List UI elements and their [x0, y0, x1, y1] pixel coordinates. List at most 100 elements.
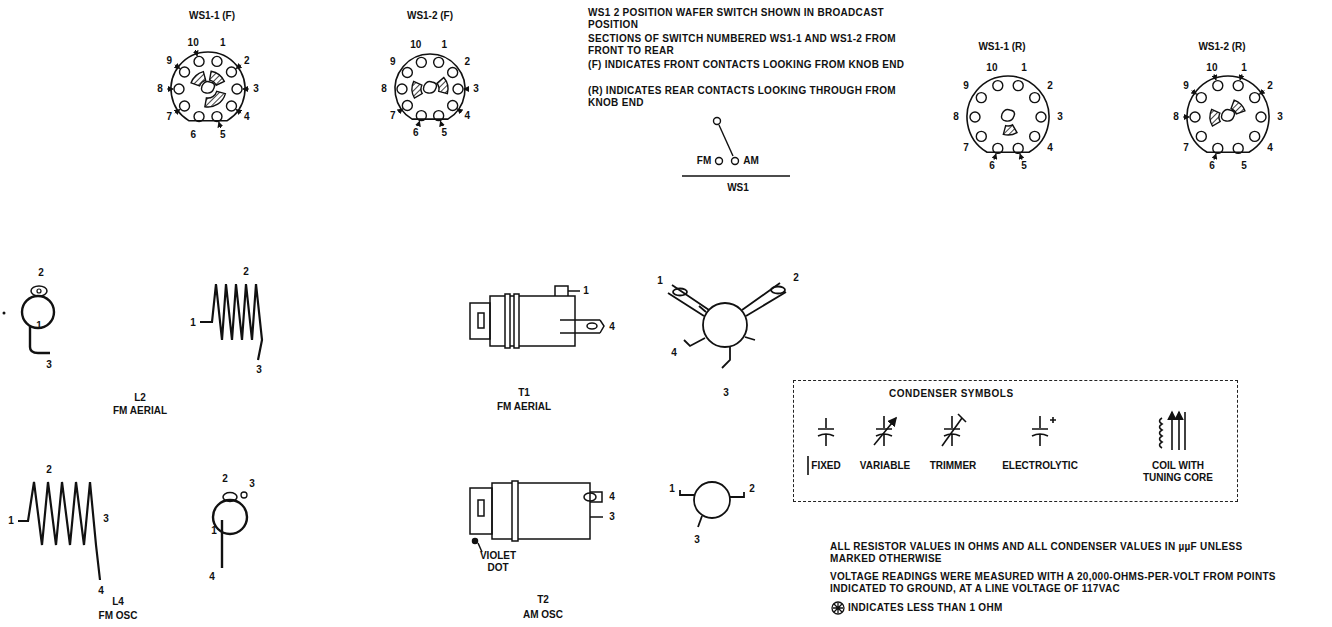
part-name: WS1: [727, 182, 749, 194]
contact-blade: [205, 91, 226, 107]
contact-hole: [402, 68, 412, 78]
part-name: FM AERIAL: [497, 401, 551, 413]
legend-text: ELECTROLYTIC: [1002, 460, 1078, 472]
contact-hole: [976, 131, 986, 141]
pin-number: 1: [220, 37, 226, 49]
contact-hole: [1196, 93, 1206, 103]
condenser-symbols: [808, 412, 1185, 475]
contact-hole: [174, 84, 184, 94]
pin-number: 2: [464, 56, 470, 68]
contact-hole: [1250, 131, 1260, 141]
shaft-hole: [202, 82, 215, 94]
shaft-hole: [424, 82, 437, 94]
legend-text: COIL WITH TUNING CORE: [1133, 460, 1223, 484]
switch-label: AM: [743, 155, 759, 167]
pin-number: 9: [963, 80, 969, 92]
part-name: AM OSC: [523, 609, 563, 621]
shaft-hole: [1222, 110, 1235, 122]
contact-hole: [1196, 131, 1206, 141]
leader-arrow: [464, 89, 469, 90]
contact-blade: [1003, 125, 1017, 135]
contact-hole: [970, 112, 980, 122]
part-name: FM OSC: [99, 610, 138, 622]
pin-number: 2: [749, 483, 755, 495]
leader-arrow: [994, 154, 996, 160]
pin-number: 3: [253, 83, 259, 95]
pin-number: 4: [609, 491, 615, 503]
coil-drawing: [3, 286, 55, 353]
coil-drawing: [18, 482, 100, 580]
pin-number: 10: [188, 37, 199, 49]
contact-hole: [1030, 93, 1040, 103]
pin-number: 3: [1057, 111, 1063, 123]
leader-arrow: [219, 122, 221, 128]
pin-number: 9: [1183, 80, 1189, 92]
pin-number: 3: [694, 534, 700, 546]
leader-arrow: [1183, 117, 1189, 118]
note-text: (F) INDICATES FRONT CONTACTS LOOKING FRO…: [588, 59, 908, 71]
pin-number: 2: [243, 266, 249, 278]
pin-number: 9: [166, 55, 172, 67]
pin-number: 3: [103, 513, 109, 525]
note-text: SECTIONS OF SWITCH NUMBERED WS1-1 AND WS…: [588, 33, 908, 57]
part-name: L2: [134, 392, 146, 404]
pin-number: 1: [1021, 62, 1027, 74]
leader-arrow: [441, 121, 443, 126]
legend-box: CONDENSER SYMBOLS: [793, 380, 1238, 502]
pin-number: 6: [1209, 160, 1215, 172]
wafer-label: WS1-1 (F): [189, 10, 235, 22]
ohm-symbol: [832, 602, 844, 614]
contact-hole: [1036, 112, 1046, 122]
pin-number: 1: [211, 525, 217, 537]
pin-number: 2: [244, 55, 250, 67]
contact-hole: [180, 101, 190, 111]
coil-drawing: [200, 284, 262, 360]
pin-number: 3: [473, 83, 479, 95]
transformer-drawing: [470, 286, 604, 348]
contact-hole: [434, 57, 444, 67]
note-text: ALL RESISTOR VALUES IN OHMS AND ALL COND…: [830, 541, 1250, 565]
pin-number: 9: [390, 56, 396, 68]
pin-number: 4: [609, 321, 615, 333]
pin-number: 4: [671, 347, 677, 359]
note-text: INDICATES LESS THAN 1 OHM: [848, 602, 1148, 614]
contact-blade: [437, 77, 448, 93]
pin-number: 4: [98, 585, 104, 597]
pin-number: 6: [190, 129, 196, 141]
contact-hole: [448, 68, 458, 78]
pin-number: 1: [441, 39, 447, 51]
pin-number: 3: [609, 511, 615, 523]
pin-number: 5: [1241, 160, 1247, 172]
pin-number: 4: [244, 111, 250, 123]
transformer-drawing: [680, 482, 744, 527]
pin-number: 4: [209, 571, 215, 583]
contact-hole: [416, 57, 426, 67]
leader-arrow: [195, 50, 197, 56]
leader-arrow: [1240, 74, 1242, 80]
part-name: T2: [537, 594, 549, 606]
contact-hole: [993, 143, 1003, 153]
contact-hole: [232, 84, 242, 94]
pin-number: 3: [249, 478, 255, 490]
leader-arrow: [175, 65, 180, 69]
switch-wafer: [967, 76, 1049, 152]
pin-number: 10: [1206, 62, 1217, 74]
contact-hole: [194, 56, 204, 66]
coil-drawing: [213, 492, 247, 568]
part-name: L4: [112, 596, 124, 608]
shaft-hole: [1002, 110, 1015, 122]
pin-number: 10: [986, 62, 997, 74]
pin-number: 6: [989, 160, 995, 172]
contact-blade: [1210, 109, 1220, 126]
contact-blade: [210, 71, 225, 85]
contact-hole: [1213, 81, 1223, 91]
pin-number: 1: [1241, 62, 1247, 74]
pin-number: 7: [390, 110, 396, 122]
contact-hole: [212, 56, 222, 66]
leader-arrow: [458, 109, 462, 112]
switch-wafer: [171, 52, 245, 121]
note-text: VOLTAGE READINGS WERE MEASURED WITH A 20…: [830, 571, 1328, 595]
contact-hole: [1213, 143, 1223, 153]
leader-arrow: [236, 65, 241, 69]
wafer-label: WS1-1 (R): [978, 41, 1025, 53]
